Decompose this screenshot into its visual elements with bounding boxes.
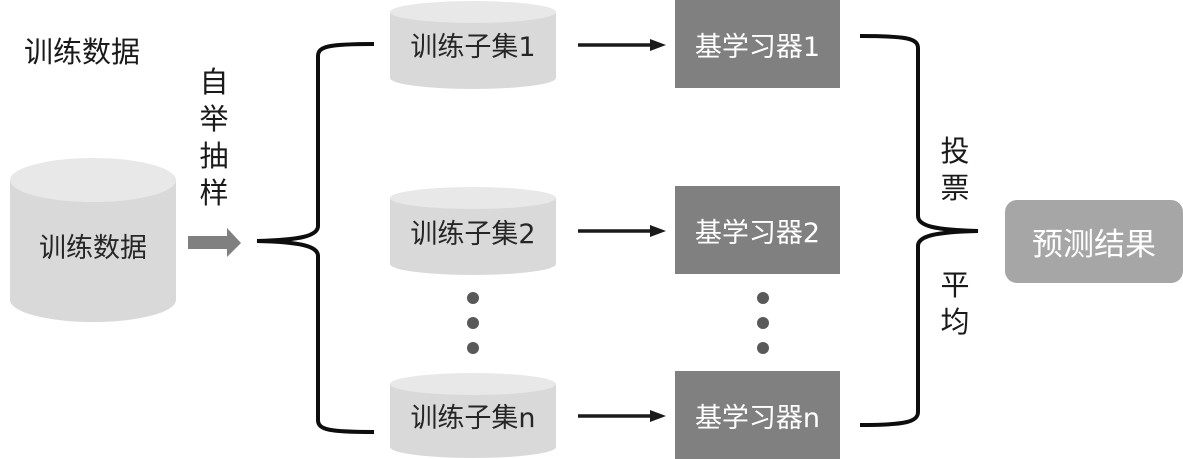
voting-char: 投 [940,134,970,168]
source-cylinder [10,158,176,322]
subset-label-n: 训练子集n [410,403,536,434]
subset-label-1: 训练子集1 [410,32,536,63]
voting-label: 投 票 [937,133,973,207]
arrow-2 [578,225,666,237]
subset-cylinder-2 [390,187,556,275]
arrow-n [578,410,666,422]
sampling-arrow [188,228,241,257]
arrow-1 [578,39,666,51]
learner-box-2: 基学习器2 [675,186,840,274]
source-label: 训练数据 [39,233,147,264]
averaging-char: 均 [940,305,970,339]
sampling-char: 举 [199,102,229,136]
diagram-title: 训练数据 [24,35,141,69]
averaging-char: 平 [940,268,970,302]
left-brace [256,42,375,434]
subset-ellipsis-dots [467,292,479,354]
learner-box-1: 基学习器1 [675,0,840,88]
subset-label-2: 训练子集2 [410,219,536,250]
learner-box-n: 基学习器n [675,371,840,459]
subset-cylinder-1 [390,1,556,89]
subset-cylinder-n [390,373,556,458]
voting-char: 票 [940,171,970,205]
averaging-label: 平 均 [937,267,973,341]
sampling-char: 样 [199,176,229,210]
prediction-result-box: 预测结果 [1005,200,1183,283]
sampling-char: 自 [199,65,229,99]
sampling-label: 自 举 抽 样 [196,64,232,212]
right-brace [859,34,979,427]
learner-ellipsis-dots [757,292,769,354]
sampling-char: 抽 [199,139,229,173]
